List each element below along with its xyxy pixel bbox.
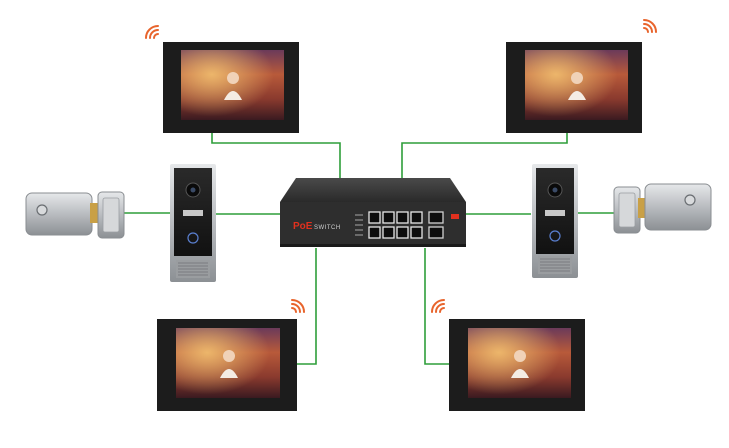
door-station-right [532,164,578,278]
ethernet-port [368,211,381,224]
uplink-port [428,211,444,224]
cable-top-left [211,132,341,178]
lock-keyhole-icon [36,204,48,216]
wifi-icon [431,299,445,313]
ethernet-port [382,226,395,239]
electric-lock-right [613,183,712,234]
ethernet-port [396,226,409,239]
monitor-bottom-left [157,299,305,411]
ethernet-port [410,211,423,224]
uplink-port [428,226,444,239]
wifi-icon [145,25,159,39]
monitor-top-right [506,19,657,133]
power-indicator [451,214,459,219]
poe-switch: PoE SWITCH [280,178,466,247]
switch-model-label: SWITCH [314,225,341,231]
electric-lock-left [25,191,125,239]
door-station-left [170,164,216,282]
call-button-icon [549,230,561,242]
ethernet-port [382,211,395,224]
cable-top-right [401,132,568,178]
wifi-icon [291,299,305,313]
uplink-ports [428,211,444,239]
led-indicators [355,214,363,236]
monitor-top-left [145,25,299,133]
wifi-icon [643,19,657,33]
cable-bottom-right [424,248,449,365]
ethernet-port [410,226,423,239]
call-button-icon [187,232,199,244]
switch-brand-label: PoE [293,221,313,232]
ethernet-ports [368,211,423,239]
cables [123,132,617,365]
lock-keyhole-icon [684,194,696,206]
cable-bottom-left [297,248,317,365]
ethernet-port [396,211,409,224]
monitor-bottom-right [431,299,585,411]
ethernet-port [368,226,381,239]
